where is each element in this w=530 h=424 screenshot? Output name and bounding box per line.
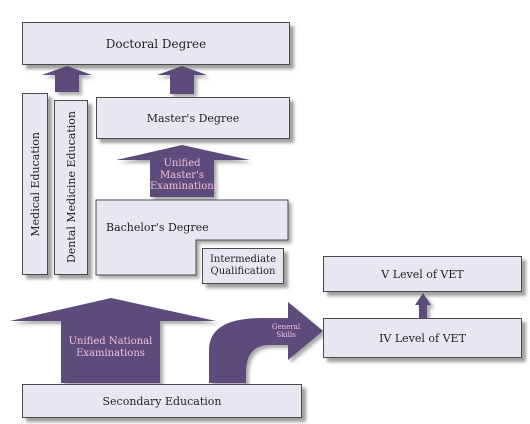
general-skills-arrow xyxy=(209,302,323,383)
masters-degree-box: Master's Degree xyxy=(96,97,290,139)
bachelors-degree-label: Bachelor's Degree xyxy=(106,221,209,234)
doctoral-degree-label: Doctoral Degree xyxy=(105,36,207,51)
unified-masters-arrow xyxy=(116,145,250,197)
vet-v-level-box: V Level of VET xyxy=(323,256,522,292)
vet-v-level-label: V Level of VET xyxy=(381,267,464,281)
unified-national-arrow xyxy=(10,298,216,383)
intermediate-qualification-label: Intermediate Qualification xyxy=(209,254,276,277)
vet-iv-level-label: IV Level of VET xyxy=(379,331,466,345)
up-arrow-medical-to-doctoral xyxy=(42,66,92,92)
vet-iv-level-box: IV Level of VET xyxy=(323,318,522,358)
up-arrow-masters-to-doctoral xyxy=(157,66,207,94)
dental-medicine-label: Dental Medicine Education xyxy=(64,111,78,264)
secondary-education-box: Secondary Education xyxy=(22,384,302,418)
intermediate-qualification-box: Intermediate Qualification xyxy=(202,248,284,284)
masters-degree-label: Master's Degree xyxy=(146,111,240,125)
bachelors-degree-box xyxy=(95,199,289,276)
up-arrow-iv-to-v-vet xyxy=(415,293,431,318)
unified-masters-label: Unified Master's Examinations xyxy=(150,158,219,192)
medical-education-label: Medical Education xyxy=(28,131,42,237)
dental-medicine-box: Dental Medicine Education xyxy=(54,100,88,275)
doctoral-degree-box: Doctoral Degree xyxy=(22,22,290,65)
secondary-education-label: Secondary Education xyxy=(102,394,222,408)
general-skills-label: General Skills xyxy=(271,323,301,340)
unified-national-label: Unified National Examinations xyxy=(68,336,153,359)
medical-education-box: Medical Education xyxy=(22,93,48,275)
